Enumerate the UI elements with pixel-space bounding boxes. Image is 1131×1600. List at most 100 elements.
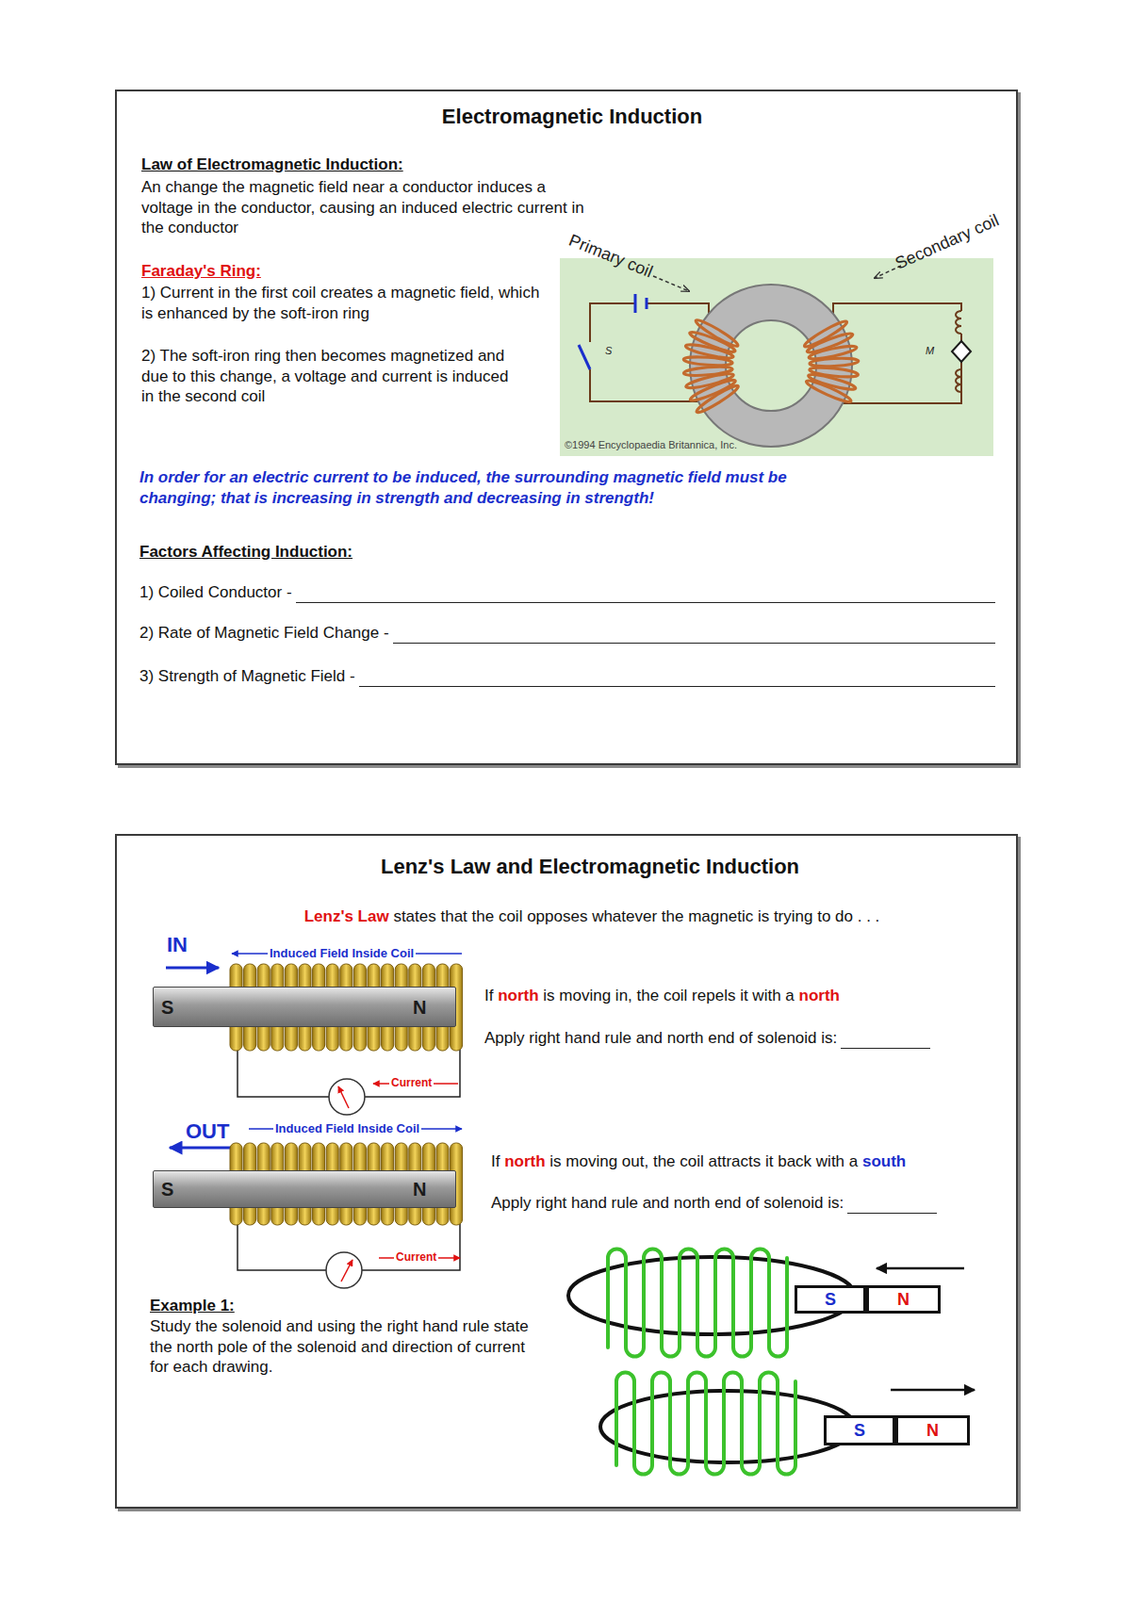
answer-blank xyxy=(840,1034,931,1050)
battery-plate xyxy=(634,294,638,313)
solenoid-outline xyxy=(600,1391,855,1463)
answer-blank xyxy=(359,672,996,688)
galvanometer-needle xyxy=(341,1260,353,1282)
step-text-holder: 1) Current in the first coil creates a m… xyxy=(141,282,552,324)
meter-needle xyxy=(951,341,971,362)
answer-blank xyxy=(295,589,996,604)
highlight-word: north xyxy=(799,986,840,1005)
pole-letter: S xyxy=(161,1179,174,1200)
section-heading-holder: Law of Electromagnetic Induction: xyxy=(141,154,404,176)
hand-drawn-coils xyxy=(607,1249,796,1476)
answer-blank xyxy=(393,629,996,644)
galvanometer-needle xyxy=(338,1086,349,1109)
example-text: Study the solenoid and using the right h… xyxy=(149,1317,529,1377)
figure-background xyxy=(559,258,994,457)
current-label: Current xyxy=(393,1250,439,1264)
galvanometer xyxy=(326,1252,362,1289)
content-panel: Electromagnetic InductionLaw of Electrom… xyxy=(114,89,1018,766)
fill-in-item: 1) Coiled Conductor - xyxy=(139,582,293,604)
rule-text: If north is moving in, the coil repels i… xyxy=(484,986,840,1005)
pole-letter: N xyxy=(897,1290,910,1310)
highlight-word: Lenz's Law xyxy=(304,907,390,926)
text-run: If xyxy=(484,986,498,1005)
magnet-pole-box: N xyxy=(866,1285,941,1314)
page-title: Electromagnetic Induction xyxy=(442,104,703,129)
motion-arrow xyxy=(890,1389,975,1393)
section-heading-holder: Factors Affecting Induction: xyxy=(139,541,353,563)
coil-turn xyxy=(808,365,859,378)
fill-in-item-holder: 3) Strength of Magnetic Field - xyxy=(139,666,996,688)
fill-in-item: Apply right hand rule and north end of s… xyxy=(484,1028,837,1050)
ring-hole xyxy=(725,320,817,411)
motion-label: IN xyxy=(166,933,188,958)
magnet-pole-box: N xyxy=(895,1415,970,1446)
example-text-holder: Study the solenoid and using the right h… xyxy=(149,1316,537,1378)
fill-in-item-holder: Apply right hand rule and north end of s… xyxy=(491,1193,982,1214)
meter-label: M xyxy=(925,344,935,357)
pole-letter: S xyxy=(853,1421,866,1441)
section-heading-holder: Faraday's Ring: xyxy=(141,261,262,282)
section-heading: Faraday's Ring: xyxy=(141,262,262,280)
bar-magnet: SN xyxy=(152,1170,457,1209)
motion-arrow xyxy=(169,1147,236,1150)
pole-letter-holder: S xyxy=(797,1289,864,1311)
pole-letter: N xyxy=(926,1421,939,1441)
answer-blank xyxy=(847,1199,937,1214)
key-note-holder: In order for an electric current to be i… xyxy=(139,467,819,509)
coil-turn xyxy=(688,328,737,355)
text-run: If xyxy=(491,1152,505,1171)
pole-letter-holder: S xyxy=(826,1420,893,1442)
rule-text-holder: If north is moving out, the coil attract… xyxy=(491,1151,906,1173)
pointer-arrow xyxy=(653,276,689,292)
fill-in-item-holder: 1) Coiled Conductor - xyxy=(139,582,996,604)
page-title-holder: Electromagnetic Induction xyxy=(124,104,1020,130)
field-label: Induced Field Inside Coil xyxy=(273,1121,422,1136)
field-label: Induced Field Inside Coil xyxy=(267,946,416,961)
battery-plate xyxy=(645,297,649,310)
current-label: Current xyxy=(389,1076,434,1090)
law-statement-holder: Lenz's Law states that the coil opposes … xyxy=(140,906,1044,928)
pole-letter-holder: N xyxy=(898,1420,968,1442)
coil-turn xyxy=(804,377,853,405)
magnet-pole-box: S xyxy=(794,1285,867,1314)
hand-drawn-coil xyxy=(607,1249,787,1358)
rule-text-holder: If north is moving in, the coil repels i… xyxy=(484,985,840,1007)
coil-turn xyxy=(809,357,859,368)
motion-arrow xyxy=(876,1267,965,1271)
coil-turn xyxy=(683,365,733,378)
section-heading: Law of Electromagnetic Induction: xyxy=(141,155,404,174)
motion-arrow xyxy=(165,967,219,970)
switch-label: S xyxy=(605,344,612,357)
ring-coils xyxy=(683,317,859,416)
text-run: states that the coil opposes whatever th… xyxy=(389,907,881,926)
pole-letter-holder: N xyxy=(412,1178,427,1201)
coil-turn xyxy=(693,317,740,350)
step-text-holder: 2) The soft-iron ring then becomes magne… xyxy=(141,345,519,408)
section-heading: Factors Affecting Induction: xyxy=(139,542,353,561)
copyright-note: ©1994 Encyclopaedia Britannica, Inc. xyxy=(564,439,738,451)
hand-drawn-coil xyxy=(616,1373,796,1476)
definition-text: An change the magnetic field near a cond… xyxy=(141,178,585,237)
pole-letter: S xyxy=(824,1290,836,1310)
rule-text: If north is moving out, the coil attract… xyxy=(491,1152,906,1171)
pole-letter-holder: S xyxy=(161,1178,174,1201)
pole-letter-holder: S xyxy=(161,996,174,1019)
step-text: 2) The soft-iron ring then becomes magne… xyxy=(141,346,509,406)
law-statement: Lenz's Law states that the coil opposes … xyxy=(304,907,881,926)
highlight-word: south xyxy=(862,1152,906,1171)
pole-letter: N xyxy=(412,997,427,1018)
step-text: 1) Current in the first coil creates a m… xyxy=(141,283,540,323)
fill-in-item: Apply right hand rule and north end of s… xyxy=(491,1193,844,1214)
switch-symbol xyxy=(578,344,591,370)
fill-in-item-holder: Apply right hand rule and north end of s… xyxy=(484,1028,975,1050)
page-title-holder: Lenz's Law and Electromagnetic Induction xyxy=(142,854,1038,880)
example-heading: Example 1: xyxy=(149,1296,235,1315)
faraday-ring-figure xyxy=(559,258,994,457)
pole-letter-holder: N xyxy=(412,996,427,1019)
key-note: In order for an electric current to be i… xyxy=(139,468,787,508)
pole-letter-holder: N xyxy=(868,1289,938,1311)
page-title: Lenz's Law and Electromagnetic Induction xyxy=(380,854,800,879)
example-heading-holder: Example 1: xyxy=(149,1295,235,1317)
motion-label: OUT xyxy=(185,1119,230,1145)
